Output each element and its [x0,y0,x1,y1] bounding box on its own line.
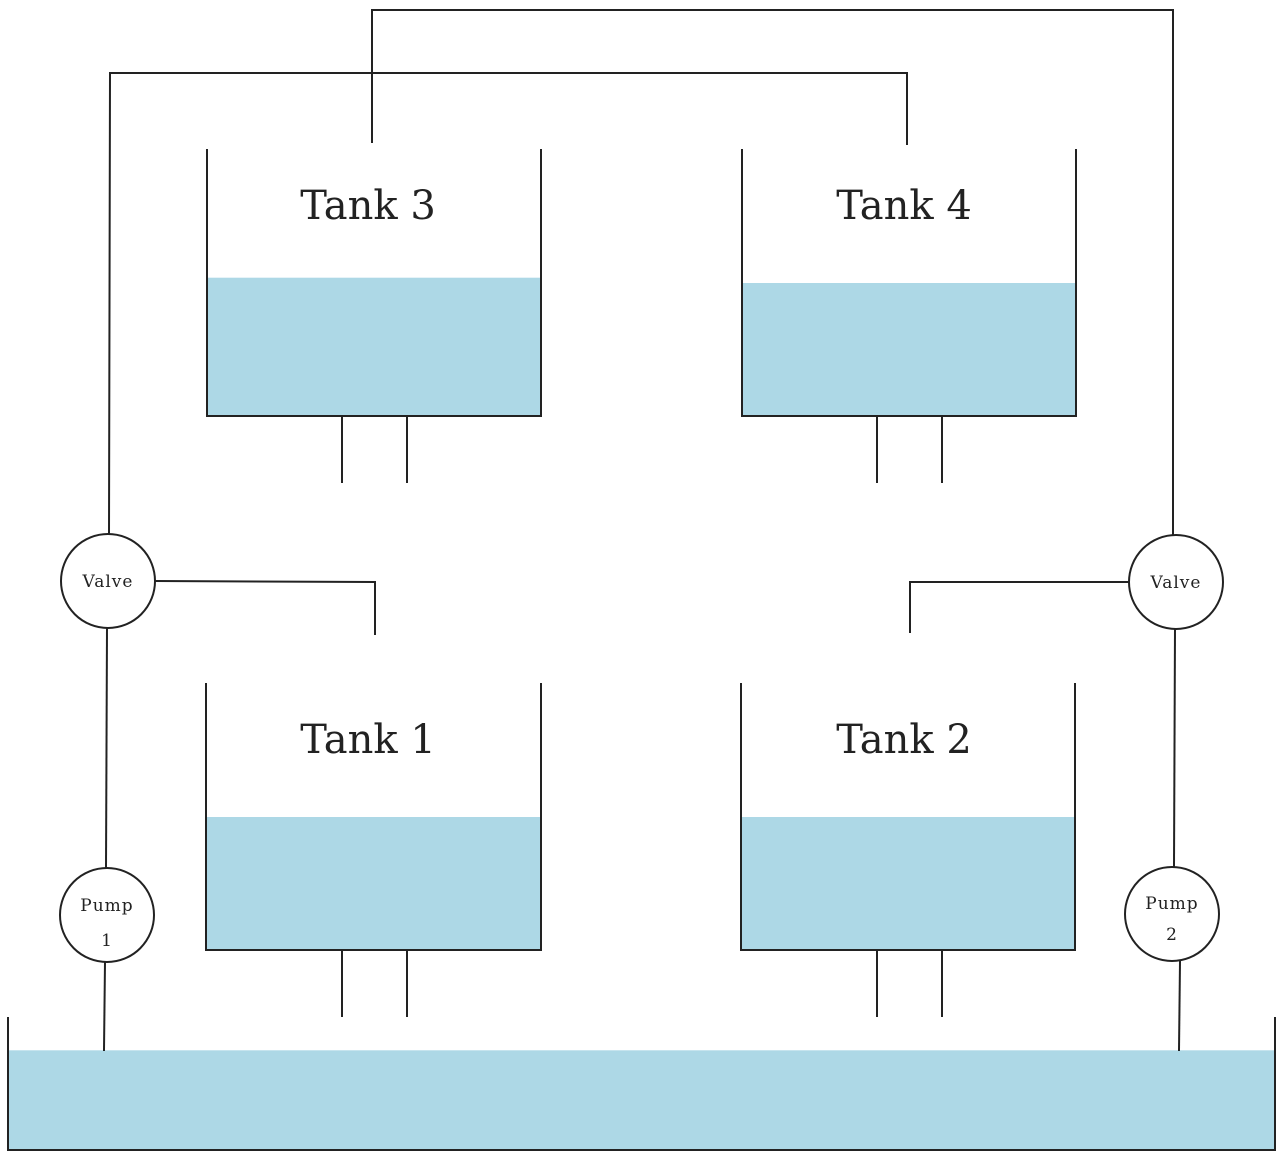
reservoir-water [8,1050,1275,1151]
tank-4-label: Tank 4 [836,183,972,229]
tank-1-label: Tank 1 [300,717,436,763]
valve-left-circle [60,533,156,629]
tank-2-wall [740,683,1076,951]
reservoir-wall [7,1017,1276,1151]
tank-2-water [741,817,1075,950]
pipe-left-valve-to-pump-1 [104,626,109,870]
tank-2-label: Tank 2 [836,717,972,763]
tank-3: Tank 3 [206,149,542,483]
tank-3-label: Tank 3 [300,183,436,229]
piping [102,9,1182,1052]
pump-1-label-line2: 1 [101,931,113,951]
pipe-pump-1-to-reservoir [102,960,107,1052]
valve-right-label: Valve [1150,573,1202,593]
tank-1-water [206,817,541,950]
valve-left-label: Valve [82,572,134,592]
pump-1: Pump 1 [59,867,155,963]
pipe-left-valve-to-tank-1 [154,579,376,635]
valve-left: Valve [60,533,156,629]
tank-3-wall [206,149,542,417]
valve-right: Valve [1128,534,1224,630]
pump-2-label-line1: Pump [1145,894,1198,914]
pipe-right-valve-to-tank-2 [909,581,1130,633]
valve-right-circle [1128,534,1224,630]
pump-1-label-line1: Pump [80,896,133,916]
tank-1-wall [205,683,542,951]
pump-2-label-line2: 2 [1166,925,1178,945]
pipe-right-valve-to-pump-2 [1172,626,1177,868]
reservoir [7,1017,1276,1151]
pump-1-circle [59,867,155,963]
pipe-right-valve-to-tank-3 [371,9,1174,538]
pump-2-circle [1124,866,1220,962]
tank-4-wall [741,149,1077,417]
pipe-left-valve-to-tank-4 [107,72,908,537]
tank-4: Tank 4 [741,149,1077,483]
tank-3-water [207,277,541,416]
tank-4-water [742,283,1076,416]
pump-2: Pump 2 [1124,866,1220,962]
pipe-pump-2-to-reservoir [1177,960,1182,1052]
tank-1: Tank 1 [205,683,542,1017]
tank-2: Tank 2 [740,683,1076,1017]
